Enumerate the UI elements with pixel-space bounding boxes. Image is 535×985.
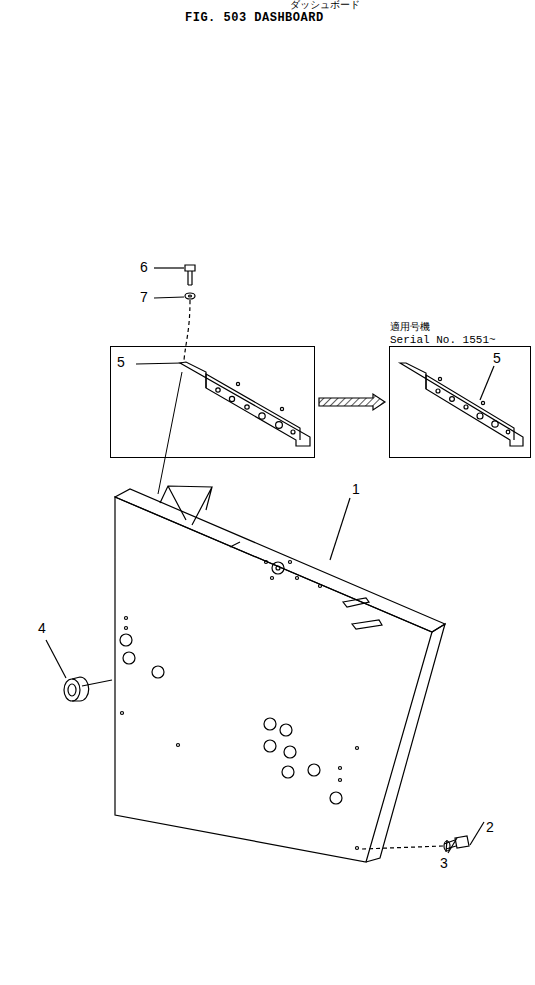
serial-heading: Serial No. 1551~ <box>390 334 496 346</box>
inset-box: 5 <box>110 346 315 458</box>
bolt <box>185 265 195 285</box>
callout-number: 6 <box>140 260 148 275</box>
japanese-title: ダッシュボード <box>290 0 360 11</box>
callout-number: 5 <box>493 351 501 366</box>
washer <box>185 293 195 299</box>
washer <box>444 841 450 851</box>
callout-number: 3 <box>440 856 448 871</box>
hatched-arrow <box>319 394 385 410</box>
callout-number: 2 <box>486 820 494 835</box>
callout-number: 4 <box>38 621 46 636</box>
dashboard-front <box>115 497 432 862</box>
figure-title: FIG. 503 DASHBOARD <box>185 12 324 25</box>
grommet <box>64 679 80 701</box>
bracket <box>180 362 310 446</box>
dashboard-top <box>115 489 445 632</box>
callout-number: 5 <box>117 355 125 370</box>
serial-heading: 適用号機 <box>390 322 430 333</box>
bolt <box>455 836 469 848</box>
callout-number: 1 <box>352 482 360 497</box>
callout-number: 7 <box>140 290 148 305</box>
inset-box: 適用号機Serial No. 1551~5 <box>389 346 531 458</box>
